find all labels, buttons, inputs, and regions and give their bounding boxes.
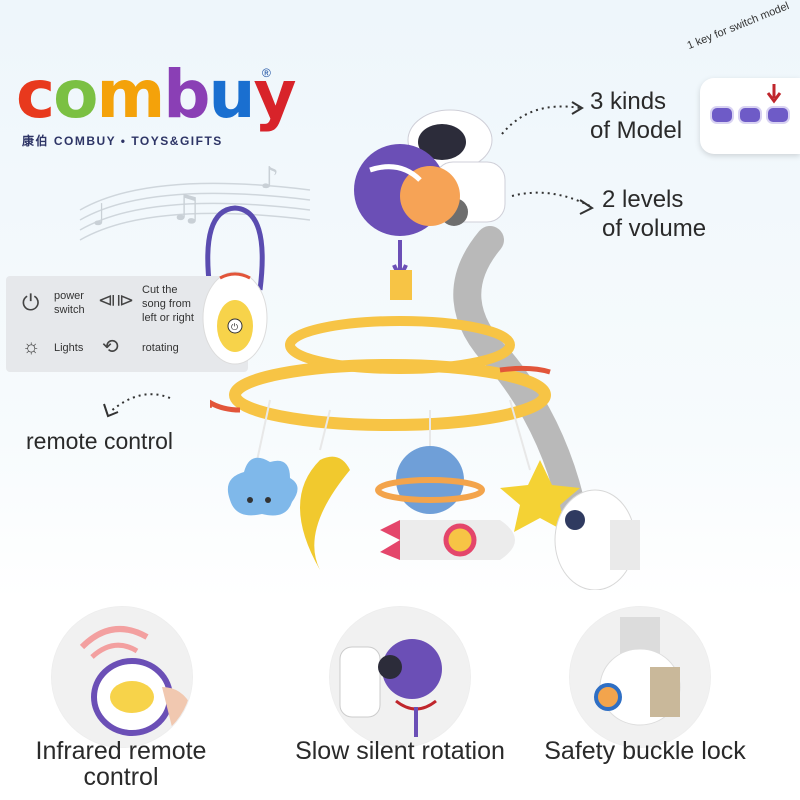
callout-remote: remote control [26, 428, 174, 454]
dotted-arrow-models [501, 101, 584, 135]
cut-song-line3: left or right [142, 311, 194, 324]
remote-control-device: ⏻ [202, 271, 268, 365]
dotted-arrow-volume [511, 191, 594, 215]
rotating-label: rotating [142, 342, 179, 354]
rotation-arrow-right [499, 365, 551, 375]
feature-label-remote-line1: Infrared remote [35, 737, 207, 765]
cloud-plush [227, 457, 298, 516]
svg-text:♫: ♫ [170, 188, 202, 229]
feature-label-remote-line2: control [83, 763, 159, 792]
callout-volume-line2: of volume [602, 214, 707, 242]
power-label-line1: power [54, 290, 84, 302]
buckle-lock-illustration [570, 607, 710, 747]
logo-letter-y: y [253, 56, 297, 133]
dotted-arrow-remote [103, 393, 171, 418]
model-button-3 [766, 106, 790, 124]
rocket-plush [380, 520, 515, 560]
callout-volume: 2 levels of volume [602, 186, 706, 244]
logo-letter-b: b [163, 56, 210, 133]
crib-clamp [554, 489, 640, 590]
power-label: power switch [54, 290, 85, 318]
hand-remote-illustration [52, 607, 192, 747]
svg-text:♪: ♪ [260, 161, 279, 196]
moon-plush [300, 456, 350, 570]
cut-song-label: Cut the song from left or right [142, 284, 194, 325]
purple-planet [354, 144, 460, 236]
brand-logo: combuy [16, 56, 297, 133]
skip-track-icon: ⧏⧐ [98, 290, 134, 310]
logo-letter-o: o [53, 56, 98, 133]
brand-subtitle: 康伯 COMBUY • TOYS&GIFTS [22, 134, 223, 148]
light-bulb-icon: ☼ [22, 336, 41, 358]
rotation-illustration [330, 607, 470, 747]
svg-text:♩: ♩ [92, 198, 106, 233]
power-label-line2: switch [54, 303, 85, 316]
feature-image-rotation [330, 607, 470, 747]
feature-label-remote: Infrared remote control [26, 738, 216, 791]
callout-models-line2: of Model [590, 116, 683, 144]
power-icon: ⏻ [22, 290, 40, 315]
red-down-arrow-icon [766, 84, 782, 104]
registered-mark: ® [262, 66, 271, 80]
cut-song-line1: Cut the [142, 284, 178, 296]
logo-letter-m: m [96, 56, 165, 133]
feature-label-rotation: Slow silent rotation [295, 737, 505, 765]
rotate-icon: ⟲ [102, 336, 119, 358]
svg-text:⏻: ⏻ [231, 322, 238, 333]
callout-models: 3 kinds of Model [590, 88, 682, 146]
baby-mobile-product [210, 109, 640, 590]
feature-image-buckle [570, 607, 710, 747]
remote-strap [205, 205, 265, 291]
saturn-plush [375, 446, 485, 514]
model-button-2 [738, 106, 762, 124]
logo-letter-c: c [16, 56, 55, 133]
remote-function-panel: ⏻ power switch ⧏⧐ Cut the song from left… [6, 276, 248, 372]
key-switch-note: 1 key for switch model [685, 0, 791, 53]
logo-letter-u: u [208, 56, 256, 133]
model-button-1 [710, 106, 734, 124]
lights-label: Lights [54, 342, 84, 354]
spiral-mount [390, 270, 412, 300]
callout-volume-line1: 2 levels [602, 186, 684, 213]
cut-song-line2: song from [142, 297, 191, 310]
music-notes-decoration: ♩ ♫ ♪ [79, 161, 311, 241]
feature-label-buckle: Safety buckle lock [544, 737, 746, 765]
model-switch-panel [700, 78, 800, 154]
rotation-arrow-left [210, 399, 241, 413]
feature-image-remote [52, 607, 192, 747]
star-plush [500, 460, 580, 532]
spiral-ring-bottom [229, 359, 551, 431]
callout-models-line1: 3 kinds [590, 88, 667, 115]
